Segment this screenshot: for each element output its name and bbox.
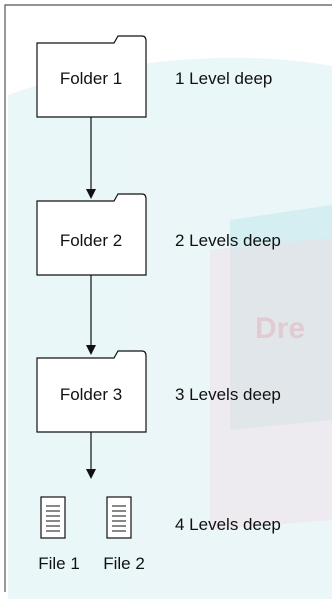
depth-label-1: 1 Level deep [175,69,272,88]
arrowhead-icon [86,189,96,199]
file-2-label: File 2 [103,554,145,573]
document-icon [106,496,132,539]
depth-label-3: 3 Levels deep [175,385,281,404]
depth-label-4: 4 Levels deep [175,515,281,534]
depth-label-2: 2 Levels deep [175,231,281,250]
folder-1-label: Folder 1 [60,69,122,88]
panel-border [4,4,332,592]
folder-3-icon [36,350,147,433]
watermark-text: Dre [255,312,305,345]
folder-2: Folder 2 [36,193,147,276]
document-icon [40,496,66,539]
file-1: File 1 [38,496,80,573]
file-1-label: File 1 [38,554,80,573]
file-2: File 2 [103,496,145,573]
arrowhead-icon [86,469,96,479]
folder-2-label: Folder 2 [60,231,122,250]
folder-2-icon [36,193,147,276]
folder-1-icon [36,35,147,118]
arrowhead-icon [86,345,96,355]
folder-3-label: Folder 3 [60,385,122,404]
folder-1: Folder 1 [36,35,147,118]
folder-3: Folder 3 [36,350,147,433]
